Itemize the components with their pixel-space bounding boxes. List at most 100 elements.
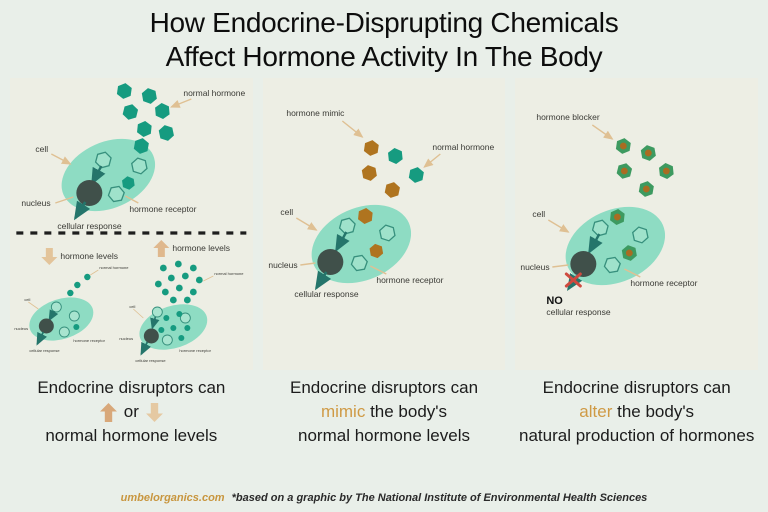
caption-line: Endocrine disruptors can <box>542 378 731 397</box>
normal-hormone-label: normal hormone <box>432 142 494 152</box>
caption-line: normal hormone levels <box>45 426 218 445</box>
hormone-hexagon-icon <box>141 86 158 106</box>
caption-line: alter the body's <box>515 400 758 424</box>
caption-rest: the body's <box>617 402 695 421</box>
mimic-hexagon-icon <box>363 139 379 157</box>
blocker-hexagon-icon <box>616 161 634 181</box>
pointer-arrow <box>170 98 192 108</box>
hormone-dot <box>74 281 81 289</box>
signal-arrow <box>334 231 350 253</box>
hormone-hexagon-icon <box>407 165 425 185</box>
blocker-hexagon-icon <box>638 179 655 199</box>
pointer-line <box>369 265 387 275</box>
caption-levels: Endocrine disruptors can or normal hormo… <box>10 376 253 448</box>
blocker-cluster <box>615 137 675 199</box>
cellular-response-label: cellular response <box>294 289 359 299</box>
receptor-circle <box>68 310 80 322</box>
cell-label: cell <box>533 209 546 219</box>
hormone-dot <box>73 324 80 330</box>
hormone-dot-cluster <box>154 260 203 304</box>
hormone-dot <box>67 289 74 297</box>
footer: umbelorganics.com *based on a graphic by… <box>0 492 768 504</box>
no-label: NO <box>547 295 564 307</box>
nucleus-label: nucleus <box>119 336 133 341</box>
signal-arrow <box>150 316 160 330</box>
nucleus <box>76 180 103 206</box>
diagram-panels: normal hormone cell nucleus cellular res… <box>0 74 768 370</box>
hormone-mimic-label: hormone mimic <box>286 108 345 118</box>
hormone-mimic-diagram: hormone mimic normal hormone cell nucleu… <box>268 108 494 299</box>
hormone-receptor-label: hormone receptor <box>129 204 196 214</box>
mini-decreased-levels: hormone levels normal hormone cell nucle… <box>14 248 129 353</box>
hormone-hexagon-icon <box>387 147 403 165</box>
hormone-hexagon-icon <box>116 82 133 100</box>
blocker-hexagon-icon <box>615 137 632 155</box>
caption-accent: alter <box>579 402 613 421</box>
signal-arrow <box>91 165 106 186</box>
signal-arrow <box>48 309 59 322</box>
nucleus <box>38 318 54 334</box>
blocker-hexagon-icon <box>621 243 638 263</box>
caption-or: or <box>123 402 139 421</box>
pointer-line <box>55 196 74 204</box>
normal-hormone-label: normal hormone <box>99 265 129 270</box>
caption-rest: the body's <box>370 402 448 421</box>
pointer-arrow <box>422 153 441 168</box>
pointer-arrow <box>592 124 614 140</box>
mimic-hexagon-icon <box>383 180 401 200</box>
pointer-line <box>552 264 569 268</box>
blocker-hexagon-icon <box>640 143 657 163</box>
caption-line: natural production of hormones <box>519 426 755 445</box>
receptor-circle <box>50 301 62 313</box>
blocker-hexagon-icon <box>658 162 675 180</box>
page-title-line1: How Endocrine-Disprupting Chemicals <box>149 7 619 38</box>
panel-hormone-mimic: hormone mimic normal hormone cell nucleu… <box>262 78 506 370</box>
response-arrow <box>36 331 47 346</box>
signal-arrow <box>588 233 603 255</box>
cell-label: cell <box>35 144 48 154</box>
nucleus-label: nucleus <box>21 198 50 208</box>
pointer-line <box>28 301 39 310</box>
nucleus <box>317 249 344 275</box>
nucleus-label: nucleus <box>268 260 297 270</box>
receptor-circle <box>58 326 70 338</box>
caption-mimic: Endocrine disruptors can mimic the body'… <box>263 376 506 448</box>
cellular-response-label: cellular response <box>29 348 60 353</box>
cellular-response-label: cellular response <box>547 307 612 317</box>
caption-accent: mimic <box>320 402 366 421</box>
receptor-circle <box>179 312 191 324</box>
pointer-arrow <box>51 153 72 165</box>
hormone-hexagon-icon <box>121 102 139 122</box>
caption-alter: Endocrine disruptors can alter the body'… <box>515 376 758 448</box>
increase-arrow-icon <box>153 240 170 257</box>
hormone-hexagon-icon <box>136 120 153 138</box>
hormone-receptor-label: hormone receptor <box>376 275 443 285</box>
pointer-line <box>299 262 316 266</box>
receptor-circle <box>161 334 173 346</box>
cell-label: cell <box>280 207 293 217</box>
hormone-hexagon-icon <box>157 123 175 143</box>
mini-increased-levels: hormone levels normal hormone <box>119 240 244 363</box>
decrease-arrow-icon <box>41 248 58 265</box>
hormone-dot <box>84 273 91 281</box>
hormone-receptor-label: hormone receptor <box>179 348 211 353</box>
footer-credit: *based on a graphic by The National Inst… <box>231 492 648 504</box>
panel-hormone-levels: normal hormone cell nucleus cellular res… <box>10 78 253 370</box>
cellular-response-label: cellular response <box>135 358 166 363</box>
hormone-receptor-label: hormone receptor <box>631 278 698 288</box>
footer-site-link[interactable]: umbelorganics.com <box>120 492 225 504</box>
nucleus-label: nucleus <box>521 262 550 272</box>
nucleus-label: nucleus <box>14 326 28 331</box>
panel-hormone-blocker: hormone blocker <box>515 78 759 370</box>
hormone-blocker-diagram: hormone blocker <box>521 112 698 317</box>
pointer-line <box>133 308 144 319</box>
nucleus <box>570 251 597 277</box>
nucleus <box>143 328 159 344</box>
response-arrow <box>314 270 331 291</box>
cell-label: cell <box>129 304 135 309</box>
caption-line: mimic the body's <box>263 400 506 424</box>
normal-hormone-label: normal hormone <box>183 88 245 98</box>
normal-hormone-cluster <box>116 82 175 143</box>
caption-line: Endocrine disruptors can <box>289 378 479 397</box>
receptor-circle <box>151 306 163 318</box>
